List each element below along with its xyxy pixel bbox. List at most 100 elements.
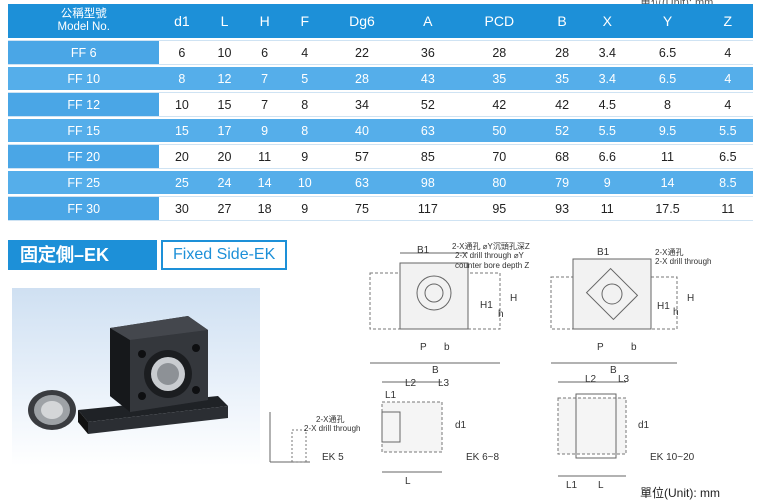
dim-b: B <box>432 365 439 376</box>
table-cell: 52 <box>542 119 583 142</box>
table-cell: 11 <box>244 144 285 169</box>
section-banner: 固定側–EK Fixed Side-EK <box>8 240 288 270</box>
model-cell: FF 15 <box>8 119 160 142</box>
table-cell: 17.5 <box>632 196 703 221</box>
drawing-ek-front-2: B1 P b B H H1 h <box>545 245 715 376</box>
dim-l1-b: L1 <box>566 480 578 491</box>
dim-l-b: L <box>598 480 604 491</box>
table-cell: 6.5 <box>632 67 703 90</box>
model-cell: FF 20 <box>8 144 160 169</box>
table-cell: 17 <box>204 119 245 142</box>
table-cell: 3.4 <box>582 67 633 90</box>
table-cell: 8 <box>284 92 325 117</box>
table-cell: 10 <box>204 40 245 65</box>
table-cell: 95 <box>456 196 542 221</box>
column-header: Dg6 <box>324 4 400 38</box>
table-cell: 22 <box>324 40 400 65</box>
drawing-ek6-8 <box>374 372 474 482</box>
drawing-ek-front-2-svg <box>550 258 678 364</box>
column-header: X <box>582 4 633 38</box>
table-cell: 6 <box>244 40 285 65</box>
column-header: A <box>399 4 457 38</box>
table-cell: 40 <box>324 119 400 142</box>
table-cell: 35 <box>542 67 583 90</box>
table-cell: 50 <box>456 119 542 142</box>
table-cell: 3.4 <box>582 40 633 65</box>
table-cell: 117 <box>399 196 457 221</box>
column-header: B <box>542 4 583 38</box>
table-cell: 8 <box>632 92 703 117</box>
table-cell: 11 <box>702 196 753 221</box>
table-cell: 15 <box>159 119 205 142</box>
table-cell: 6.6 <box>582 144 633 169</box>
dim-p-2: P <box>597 342 604 353</box>
banner-title-en: Fixed Side-EK <box>161 240 288 270</box>
table-cell: 9.5 <box>632 119 703 142</box>
support-unit-illustration <box>28 316 228 434</box>
table-cell: 6.5 <box>632 40 703 65</box>
callout-cn-2: 2-X通孔 <box>655 248 684 257</box>
dim-h: H <box>510 293 518 304</box>
table-cell: 8 <box>284 119 325 142</box>
callout-en-ek5: 2-X drill through <box>304 424 361 433</box>
table-cell: 4 <box>284 40 325 65</box>
label-ek10-20: EK 10~20 <box>650 452 695 463</box>
table-cell: 11 <box>582 196 633 221</box>
dim-l2-b: L2 <box>585 374 597 385</box>
column-header: L <box>204 4 245 38</box>
dim-h1-2: H1 <box>657 301 670 312</box>
table-cell: 30 <box>159 196 205 221</box>
table-cell: 42 <box>456 92 542 117</box>
drawing-ek-front: B1 P b B H H1 h <box>362 245 532 376</box>
table-cell: 7 <box>244 67 285 90</box>
callout-en-1b: counter bore depth Z <box>455 261 530 270</box>
dim-l2: L2 <box>405 378 417 389</box>
table-cell: 93 <box>542 196 583 221</box>
table-cell: 4 <box>702 67 753 90</box>
table-cell: 25 <box>159 171 205 194</box>
table-cell: 75 <box>324 196 400 221</box>
model-cell: FF 25 <box>8 171 160 194</box>
table-cell: 68 <box>542 144 583 169</box>
dim-l: L <box>405 476 411 487</box>
table-cell: 15 <box>204 92 245 117</box>
table-cell: 6 <box>159 40 205 65</box>
table-cell: 28 <box>542 40 583 65</box>
dim-h-small: h <box>498 309 504 320</box>
callout-en-1: 2-X drill through ⌀Y <box>455 251 524 260</box>
dim-b-small-2: b <box>631 342 637 353</box>
model-cell: FF 30 <box>8 196 160 221</box>
table-cell: 7 <box>244 92 285 117</box>
table-cell: 8.5 <box>702 171 753 194</box>
callout-cn-ek5: 2-X通孔 <box>316 415 345 424</box>
dim-l3-b: L3 <box>618 374 630 385</box>
table-cell: 6.5 <box>702 144 753 169</box>
drawing-ek10-20-svg <box>557 381 627 477</box>
table-cell: 35 <box>456 67 542 90</box>
table-cell: 8 <box>159 67 205 90</box>
table-cell: 18 <box>244 196 285 221</box>
dim-l1: L1 <box>385 390 397 401</box>
table-cell: 57 <box>324 144 400 169</box>
model-cell: FF 10 <box>8 67 160 90</box>
table-cell: 20 <box>159 144 205 169</box>
table-cell: 85 <box>399 144 457 169</box>
table-cell: 70 <box>456 144 542 169</box>
table-cell: 9 <box>284 144 325 169</box>
drawing-ek6-8-svg <box>381 381 443 473</box>
table-cell: 10 <box>159 92 205 117</box>
table-cell: 12 <box>204 67 245 90</box>
dim-h-2: H <box>687 293 695 304</box>
dim-b-2: B <box>610 365 617 376</box>
table-cell: 10 <box>284 171 325 194</box>
table-cell: 79 <box>542 171 583 194</box>
table-cell: 80 <box>456 171 542 194</box>
